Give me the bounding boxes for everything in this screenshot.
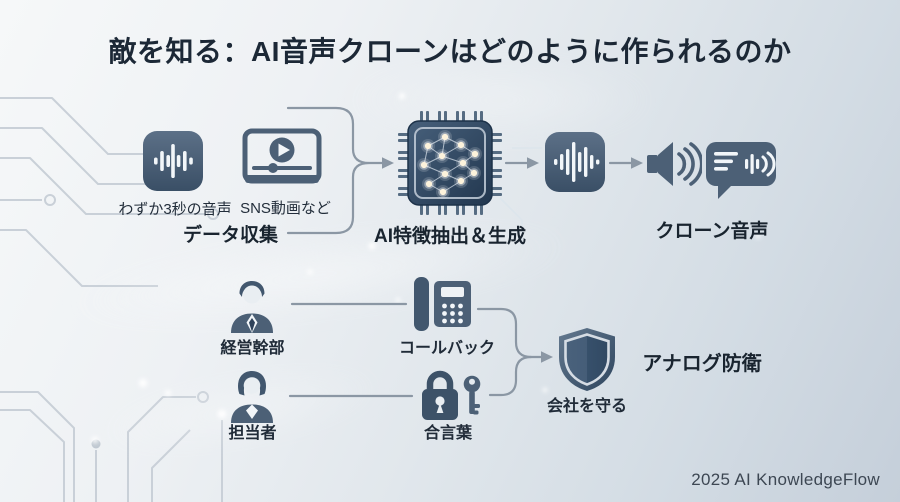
- callback-phone-icon: [414, 277, 471, 331]
- audio-clip-icon: [143, 131, 203, 191]
- speaker-icon: [647, 142, 702, 186]
- credit-text: 2025 AI KnowledgeFlow: [691, 470, 880, 489]
- stage-label-collect: データ収集: [182, 225, 278, 246]
- sns-video-icon: [242, 128, 322, 184]
- method-label: 合言葉: [423, 425, 472, 442]
- method-label: コールバック: [398, 340, 495, 357]
- stage-label-output: クローン音声: [655, 221, 769, 242]
- ai-chip-neural-network-icon: [398, 111, 502, 215]
- executive-icon: [231, 281, 273, 333]
- staff-icon: [231, 371, 273, 423]
- stage-label-process: AI特徴抽出＆生成: [373, 226, 526, 247]
- person-label: 担当者: [228, 425, 277, 442]
- passphrase-lock-key-icon: [422, 370, 481, 420]
- page-title: 敵を知る：AI音声クローンはどのように作られるのか: [108, 36, 792, 67]
- person-label: 経営幹部: [220, 340, 285, 357]
- source-label: わずか3秒の音声: [118, 201, 232, 218]
- voice-waveform-icon: [545, 132, 605, 192]
- shield-icon: [559, 328, 615, 391]
- source-label: SNS動画など: [240, 200, 331, 217]
- speech-bubble-voice-icon: [706, 142, 776, 199]
- defense-headline: アナログ防衛: [642, 353, 762, 375]
- shield-caption: 会社を守る: [546, 398, 627, 415]
